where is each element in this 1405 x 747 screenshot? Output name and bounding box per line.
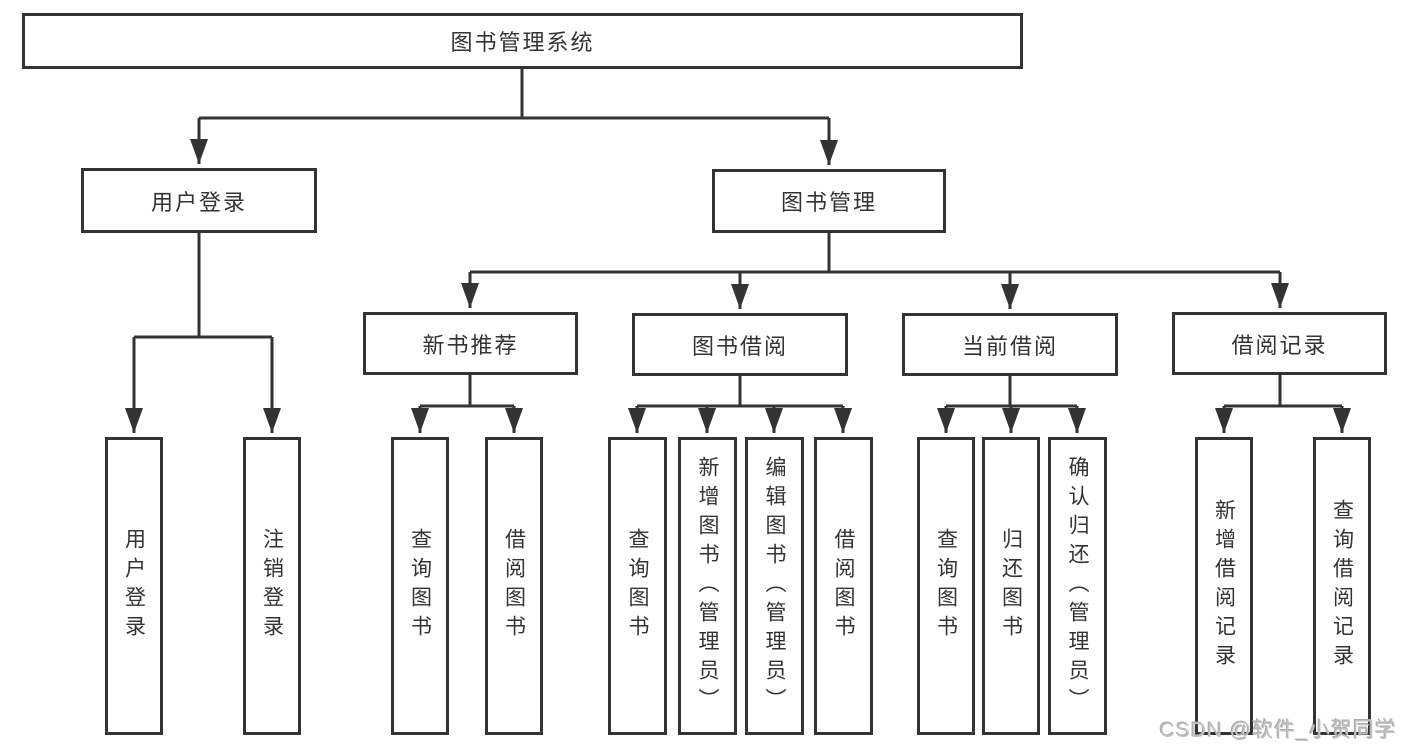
leaf-borrow-books-borrowing: 借阅图书 <box>814 437 873 735</box>
node-label: 用户登录 <box>150 189 247 215</box>
connector-root-stem <box>199 69 829 120</box>
leaf-confirm-return-admin: 确认归还（管理员） <box>1048 437 1107 735</box>
leaf-logout: 注销登录 <box>243 437 301 735</box>
node-label: 新书推荐 <box>422 332 519 358</box>
node-borrowing-records: 借阅记录 <box>1172 312 1387 375</box>
leaf-query-books-current: 查询图书 <box>917 437 975 735</box>
leaf-label: 编辑图书（管理员） <box>763 455 786 717</box>
leaf-label: 查询图书 <box>934 528 958 644</box>
leaf-borrow-books-recommend: 借阅图书 <box>485 437 543 735</box>
connector-book-management-stem <box>470 233 1280 274</box>
node-new-book-recommend: 新书推荐 <box>363 312 578 375</box>
connector-borrowing-records-stem <box>1224 375 1342 408</box>
leaf-query-books-recommend: 查询图书 <box>391 437 449 735</box>
leaf-label: 新增借阅记录 <box>1212 499 1236 673</box>
leaf-label: 注销登录 <box>260 528 284 644</box>
node-label: 图书管理系统 <box>450 30 595 55</box>
leaf-label: 归还图书 <box>999 528 1023 644</box>
leaf-label: 查询图书 <box>408 528 432 644</box>
connector-book-borrowing-stem <box>637 376 843 408</box>
leaf-return-books: 归还图书 <box>982 437 1040 735</box>
connector-user-login-stem <box>134 233 272 339</box>
node-current-borrowing: 当前借阅 <box>902 313 1118 376</box>
leaf-add-book-admin: 新增图书（管理员） <box>678 437 737 735</box>
leaf-label: 借阅图书 <box>832 528 855 644</box>
leaf-add-borrow-record: 新增借阅记录 <box>1195 437 1253 735</box>
node-library-management-system: 图书管理系统 <box>22 13 1023 69</box>
leaf-query-borrow-record: 查询借阅记录 <box>1313 437 1371 735</box>
connector-current-borrowing-stem <box>946 376 1077 408</box>
leaf-label: 借阅图书 <box>502 528 526 644</box>
leaf-label: 查询借阅记录 <box>1330 499 1354 673</box>
leaf-label: 确认归还（管理员） <box>1066 455 1089 717</box>
node-user-login: 用户登录 <box>81 168 317 233</box>
connector-new-book-recommend-stem <box>420 375 514 408</box>
node-label: 图书管理 <box>780 190 877 215</box>
leaf-user-login: 用户登录 <box>105 437 163 735</box>
node-label: 图书借阅 <box>691 333 788 359</box>
node-book-management: 图书管理 <box>712 169 946 233</box>
node-label: 借阅记录 <box>1231 332 1328 358</box>
leaf-label: 用户登录 <box>122 528 146 644</box>
node-label: 当前借阅 <box>961 333 1058 359</box>
csdn-watermark: CSDN @软件_小贺同学 <box>1159 719 1397 742</box>
leaf-edit-book-admin: 编辑图书（管理员） <box>745 437 804 735</box>
leaf-label: 新增图书（管理员） <box>696 455 719 717</box>
leaf-label: 查询图书 <box>626 528 649 644</box>
node-book-borrowing: 图书借阅 <box>632 313 848 376</box>
leaf-query-books-borrowing: 查询图书 <box>608 437 667 735</box>
